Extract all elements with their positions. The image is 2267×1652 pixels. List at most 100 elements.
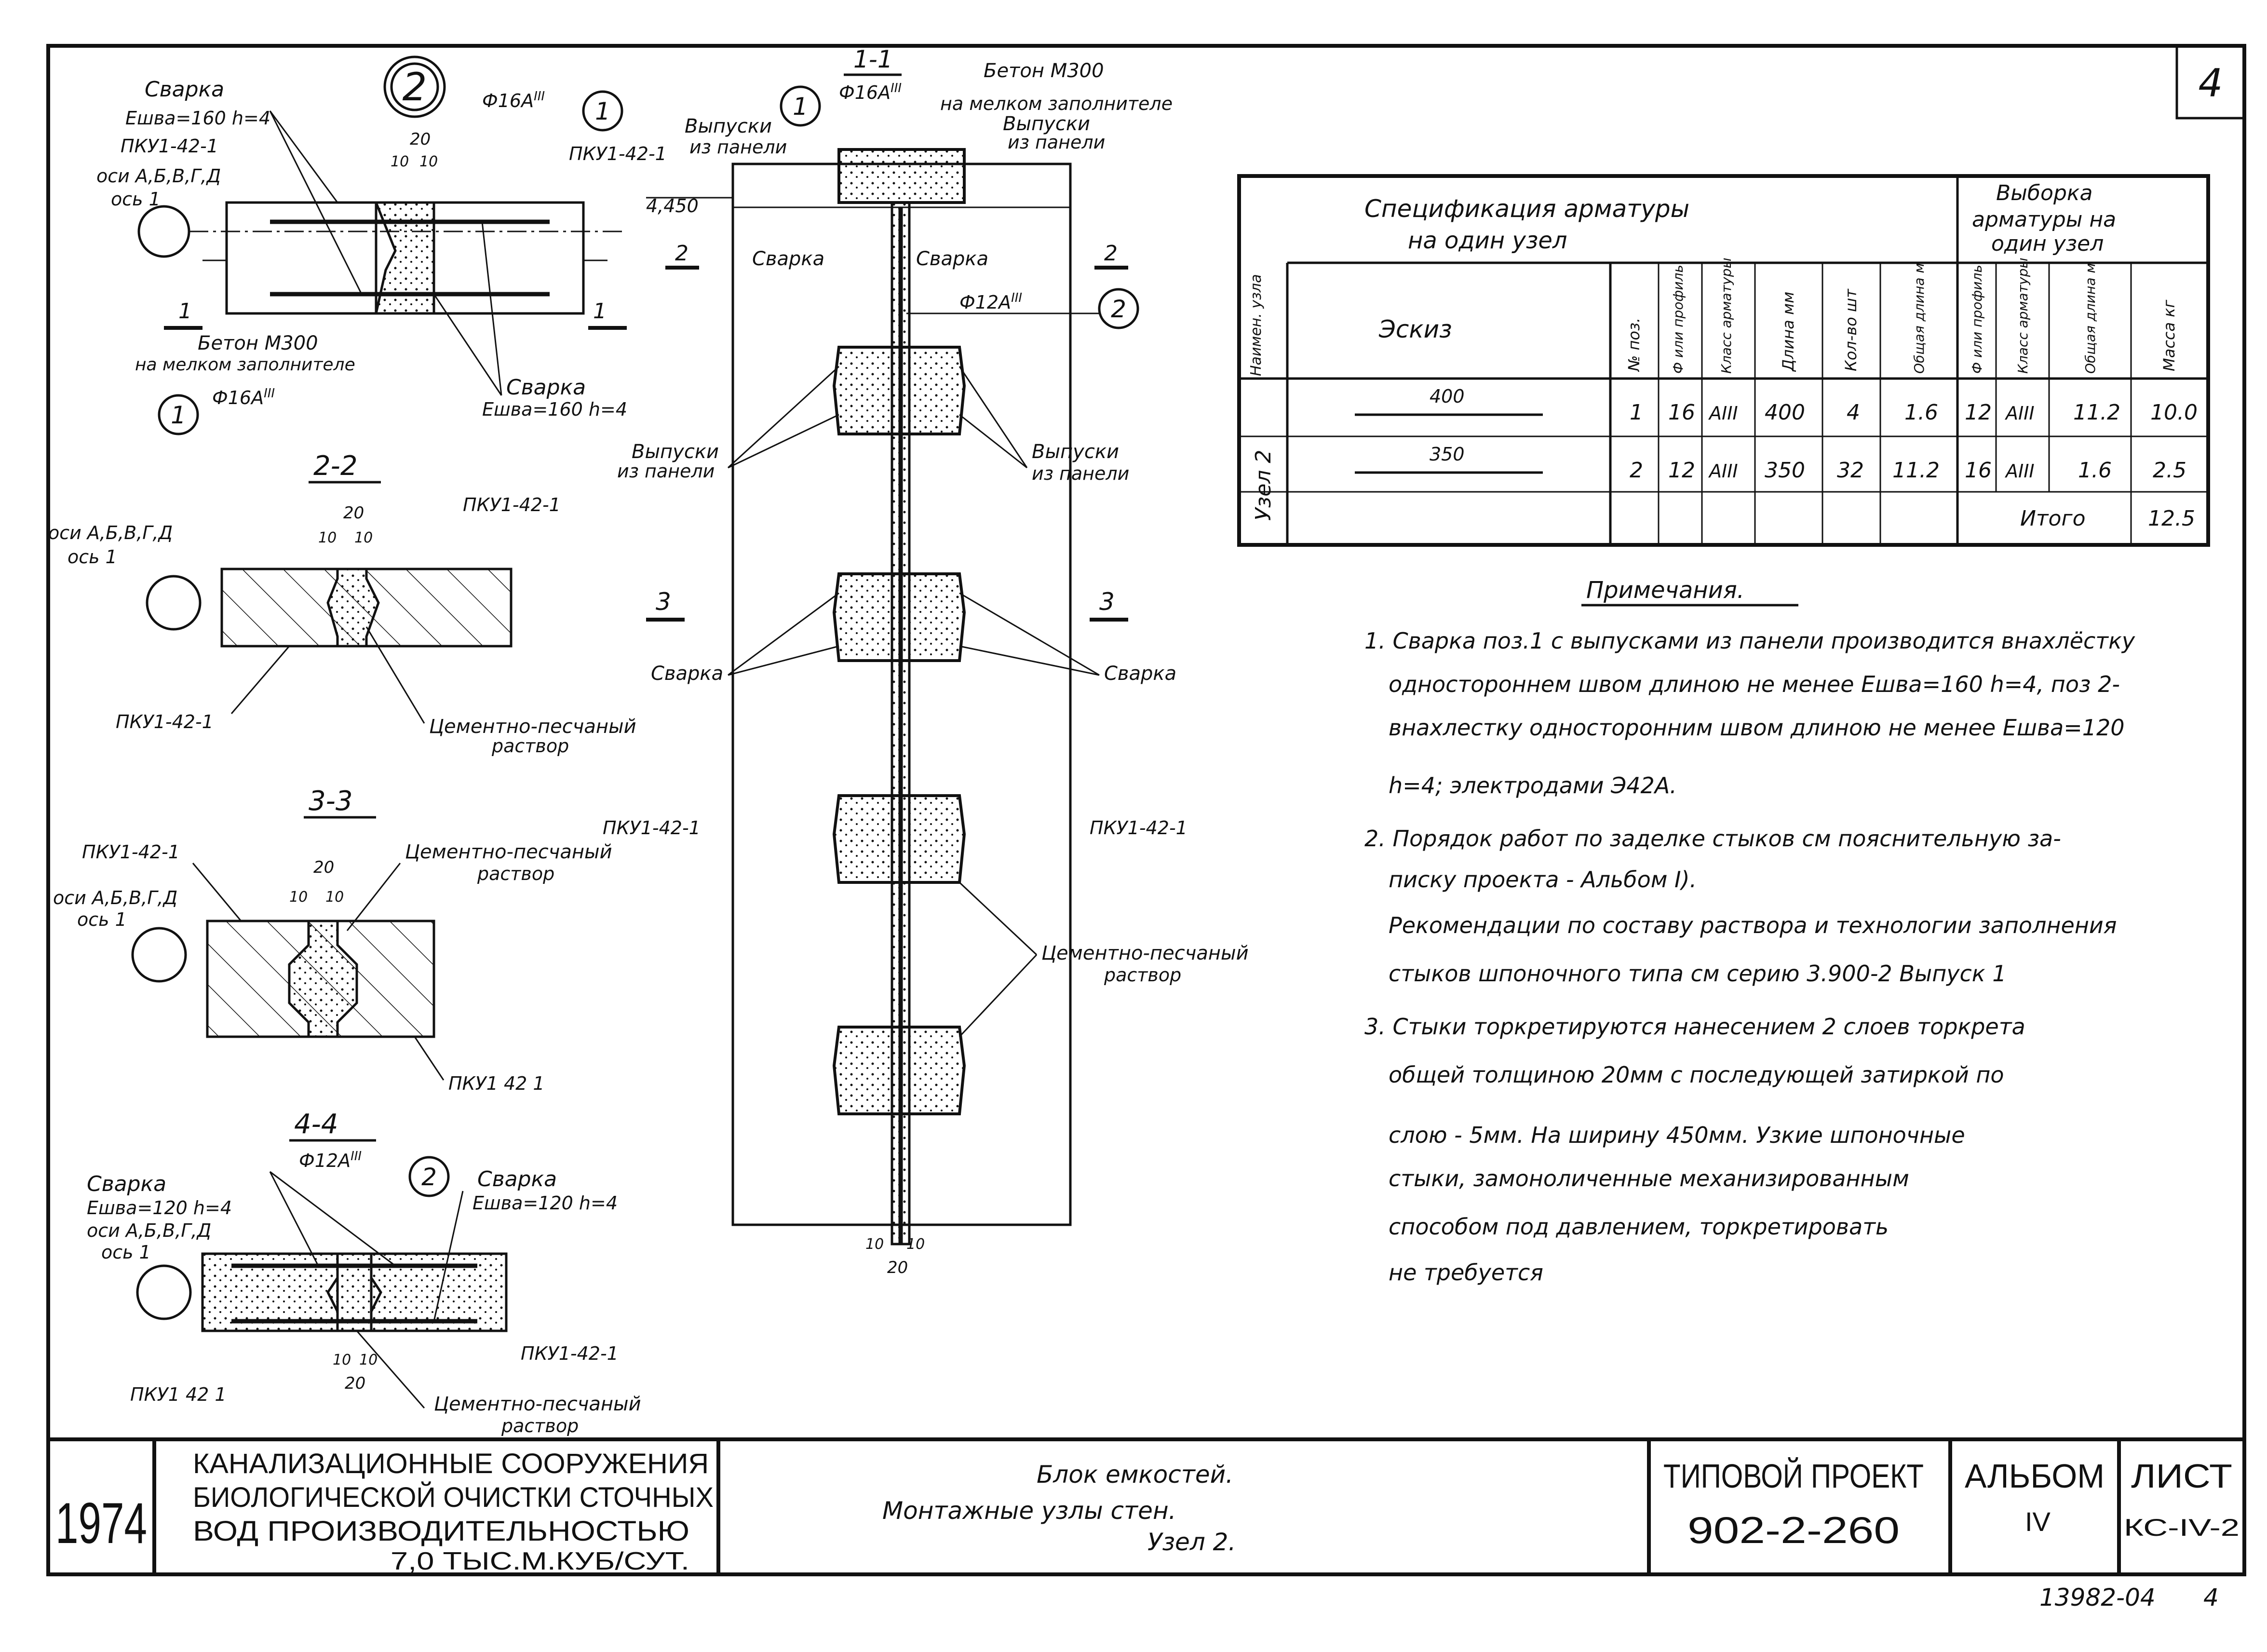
- outlets-label-s11-midright: Выпуски: [1032, 441, 1119, 463]
- desc-line-2: Монтажные узлы стен.: [882, 1497, 1176, 1525]
- callout-1-circle-bottom: [158, 394, 199, 435]
- panel-left-top: [225, 201, 378, 315]
- col-profile: Ф или профиль: [1670, 265, 1686, 374]
- panel-label-s22b: ПКУ1-42-1: [116, 711, 214, 732]
- album-label: АЛЬБОМ: [1965, 1457, 2105, 1495]
- row2-cls: АIII: [1708, 460, 1738, 482]
- panel-label-s11-left: ПКУ1-42-1: [603, 817, 701, 839]
- project-label: ТИПОВОЙ ПРОЕКТ: [1663, 1457, 1924, 1495]
- weld-spec-top: Ешва=160 h=4: [125, 108, 270, 129]
- note-line-14: не требуется: [1389, 1259, 1543, 1286]
- joint-s33: [288, 920, 358, 1038]
- weld-label-s44-right: Сварка: [477, 1167, 557, 1192]
- axis1-label-s33: ось 1: [77, 909, 127, 930]
- detail-marker: 2: [403, 65, 427, 109]
- row1-cls: АIII: [1708, 403, 1738, 424]
- level-mark: 4,450: [646, 195, 699, 217]
- note-line-4: h=4; электродами Э42А.: [1389, 772, 1677, 799]
- keyed-joint-3: [832, 794, 966, 884]
- weld-label-s11-right2: Сварка: [1104, 663, 1176, 685]
- section-mark-1-right: 1: [593, 299, 607, 324]
- col-class: Класс арматуры: [1718, 257, 1734, 374]
- spec-table: Спецификация арматуры на один узел Выбор…: [1237, 174, 2210, 547]
- weld-label-mid: Сварка: [506, 375, 586, 400]
- sec2-right: 2: [1104, 241, 1118, 266]
- dim-10b-s22: 10: [354, 529, 373, 546]
- desc-line-3: Узел 2.: [1147, 1528, 1236, 1556]
- row2-total2: 1.6: [2078, 458, 2112, 483]
- mortar-label-s22: Цементно-песчаный: [429, 716, 636, 738]
- axes-label-s44: оси А,Б,В,Г,Д: [87, 1220, 211, 1241]
- outlets-label-s11-midleft: Выпуски: [632, 441, 719, 463]
- sheet-number: 4: [2199, 61, 2223, 106]
- section-2-2: 2-2 20 10 10 ПКУ1-42-1 оси А,Б,В,Г,Д ось…: [48, 450, 636, 757]
- callout-1-bottom: 1: [171, 401, 186, 429]
- row1-cls2: АIII: [2004, 403, 2035, 424]
- weld-spec-mid: Ешва=160 h=4: [482, 399, 627, 420]
- section-4-4: 4-4 Сварка Ешва=120 h=4 Ф12АIII 2 Сварка…: [87, 1109, 641, 1436]
- dim-10a-s22: 10: [318, 529, 337, 546]
- section-3-3: 3-3 ПКУ1-42-1 Цементно-песчаный раствор …: [53, 785, 612, 1094]
- archive-number: 13982-04: [2039, 1584, 2156, 1611]
- row2-sketch: 350: [1430, 444, 1465, 465]
- joint-s44: [326, 1252, 382, 1332]
- total-label: Итого: [2020, 506, 2086, 531]
- dim-10b-s11: 10: [906, 1236, 925, 1253]
- concrete-sub-s11: на мелком заполнителе: [940, 93, 1173, 114]
- note-line-11: слою - 5мм. На ширину 450мм. Узкие шпоно…: [1389, 1122, 1965, 1148]
- callout-1-s11: 1: [793, 93, 808, 121]
- dim-20-s11: 20: [887, 1258, 908, 1277]
- rebar16-label-top: Ф16АIII: [482, 89, 545, 111]
- axis-circle-s22: [146, 575, 202, 631]
- dim-20-top: 20: [410, 130, 431, 149]
- outlets-sub-s11-left: из панели: [689, 136, 787, 158]
- sec3-right: 3: [1099, 588, 1115, 616]
- dim-10a-s33: 10: [289, 889, 308, 906]
- concrete-label-s11: Бетон М300: [984, 60, 1104, 82]
- note-line-9: 3. Стыки торкретируются нанесением 2 сло…: [1364, 1014, 2025, 1040]
- callout-2-s44: 2: [421, 1163, 437, 1191]
- row1-dia: 16: [1668, 400, 1695, 425]
- col-qty: Кол-во шт: [1842, 288, 1860, 371]
- axis1-label-s22: ось 1: [67, 546, 117, 568]
- col-class2: Класс арматуры: [2015, 257, 2031, 374]
- sheet-frame: [46, 44, 2246, 1576]
- weld-label-s11-right: Сварка: [916, 248, 988, 270]
- dim-20-s44: 20: [345, 1374, 365, 1393]
- sec2-left: 2: [675, 241, 688, 266]
- concrete-sub-top: на мелком заполнителе: [135, 355, 355, 375]
- panel-label-s33b: ПКУ1 42 1: [448, 1073, 545, 1094]
- axis-circle-top: [137, 205, 190, 258]
- dim-10a-s11: 10: [865, 1236, 884, 1253]
- panel-label-s22: ПКУ1-42-1: [463, 494, 561, 515]
- row2-total: 11.2: [1892, 458, 1940, 483]
- col-pos: № поз.: [1625, 318, 1643, 372]
- panel-label-top-left: ПКУ1-42-1: [121, 135, 218, 157]
- mortar-label-s11: Цементно-песчаный: [1041, 942, 1249, 964]
- weld-spec-s44-left: Ешва=120 h=4: [87, 1197, 232, 1219]
- outlets-label-s11-right: Выпуски: [1003, 113, 1090, 135]
- callout-1-circle-top: [582, 90, 623, 132]
- plan-detail: 2 Сварка Ешва=160 h=4 ПКУ1-42-1 ПКУ1-42-…: [96, 55, 667, 435]
- panel-label-s44: ПКУ1-42-1: [521, 1343, 619, 1364]
- mortar-sub-s22: раствор: [491, 735, 569, 757]
- node-name: Узел 2: [1251, 450, 1276, 521]
- row2-len: 350: [1765, 458, 1805, 483]
- col-mass: Масса кг: [2160, 299, 2178, 371]
- axis-circle-s44: [136, 1264, 192, 1320]
- col-node: Наимен. узла: [1248, 274, 1265, 376]
- dim-10a-top: 10: [391, 153, 409, 170]
- sheet-code: КС-IV-2: [2124, 1514, 2240, 1541]
- outlets-sub-s11-right: из панели: [1008, 132, 1105, 153]
- col-sketch: Эскиз: [1378, 315, 1452, 343]
- dim-10b-s44: 10: [359, 1352, 378, 1368]
- callout-2-circle-s44: [408, 1156, 450, 1197]
- row1-total: 1.6: [1904, 400, 1938, 425]
- mortar-sub-s44: раствор: [501, 1415, 579, 1436]
- sheet-number-box: [2175, 44, 2246, 120]
- joint-s22: [326, 568, 380, 648]
- notes-title: Примечания.: [1586, 577, 1744, 604]
- row1-total2: 11.2: [2073, 400, 2120, 425]
- section-4-4-title: 4-4: [294, 1109, 338, 1140]
